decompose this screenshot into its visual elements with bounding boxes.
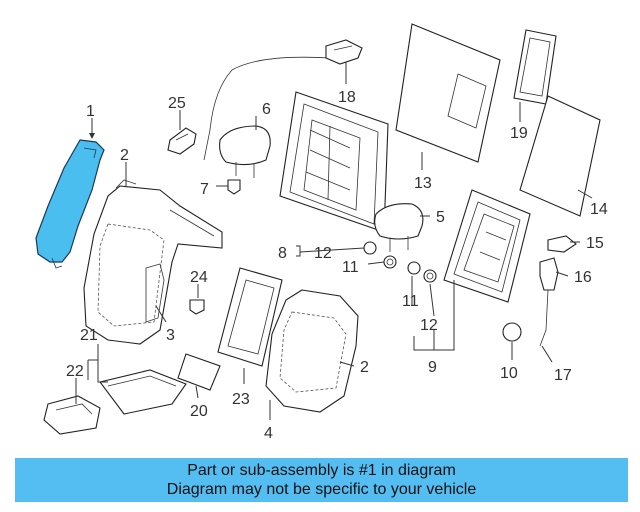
- callout-1: 1: [86, 103, 95, 120]
- callout-20: 20: [190, 403, 208, 420]
- callout-9: 9: [428, 359, 437, 376]
- callout-19: 19: [510, 125, 528, 142]
- release-cable: [203, 56, 331, 161]
- callout-8: 8: [278, 245, 287, 262]
- callout-21: 21: [80, 327, 98, 344]
- part-23-frame[interactable]: [217, 267, 283, 367]
- part-5-headrest[interactable]: [374, 203, 424, 252]
- info-banner: Part or sub-assembly is #1 in diagram Di…: [15, 458, 628, 502]
- part-6-headrest[interactable]: [219, 125, 271, 178]
- callout-18: 18: [338, 89, 356, 106]
- part-22-base[interactable]: [43, 395, 101, 435]
- banner-line-1: Part or sub-assembly is #1 in diagram: [187, 462, 456, 479]
- callout-14: 14: [590, 201, 608, 218]
- callout-3: 3: [166, 327, 175, 344]
- callout-11: 11: [342, 259, 359, 276]
- part-7-clip[interactable]: [227, 179, 241, 195]
- callout-11-lower: 11: [402, 293, 419, 310]
- part-10-cap[interactable]: [502, 322, 522, 342]
- part-24-pin[interactable]: [189, 299, 205, 315]
- callout-5: 5: [436, 209, 445, 226]
- callout-2-lower: 2: [360, 359, 369, 376]
- callout-4: 4: [264, 425, 273, 442]
- part-19-trim-frame[interactable]: [513, 29, 557, 105]
- callout-24: 24: [190, 269, 208, 286]
- callout-25: 25: [168, 95, 186, 112]
- callout-10: 10: [500, 365, 518, 382]
- seatback-frame[interactable]: [279, 91, 389, 233]
- callout-12: 12: [314, 245, 332, 262]
- part-11-guide[interactable]: [383, 255, 397, 269]
- part-25-bracket[interactable]: [167, 127, 197, 155]
- part-11-guide-lower[interactable]: [407, 261, 421, 275]
- callout-6: 6: [262, 101, 271, 118]
- part-14-panel[interactable]: [519, 95, 601, 217]
- part-21-cushion[interactable]: [99, 369, 187, 415]
- part-2-seatback-left[interactable]: [83, 179, 223, 345]
- part-13-rear-panel[interactable]: [395, 23, 501, 163]
- part-12-grommet[interactable]: [363, 241, 377, 255]
- callout-12-lower: 12: [420, 317, 438, 334]
- callout-22: 22: [66, 363, 84, 380]
- part-1-bolster[interactable]: [35, 139, 105, 269]
- callout-17: 17: [554, 367, 572, 384]
- seatback-frame-right[interactable]: [443, 189, 531, 303]
- callout-15: 15: [586, 235, 604, 252]
- banner-line-2: Diagram may not be specific to your vehi…: [166, 481, 477, 498]
- part-15-bracket[interactable]: [547, 235, 577, 253]
- callout-2: 2: [120, 147, 129, 164]
- part-2-seatback-right[interactable]: [265, 289, 359, 413]
- part-3-panel[interactable]: [145, 263, 165, 323]
- callout-16: 16: [574, 269, 592, 286]
- callout-7: 7: [200, 181, 209, 198]
- part-18-release-handle[interactable]: [325, 39, 363, 65]
- callout-23: 23: [232, 391, 250, 408]
- part-20-panel[interactable]: [177, 353, 221, 391]
- callout-13: 13: [414, 175, 432, 192]
- leader-lines: [75, 62, 593, 420]
- part-16-latch[interactable]: [539, 257, 559, 347]
- part-12-grommet-lower[interactable]: [423, 269, 437, 283]
